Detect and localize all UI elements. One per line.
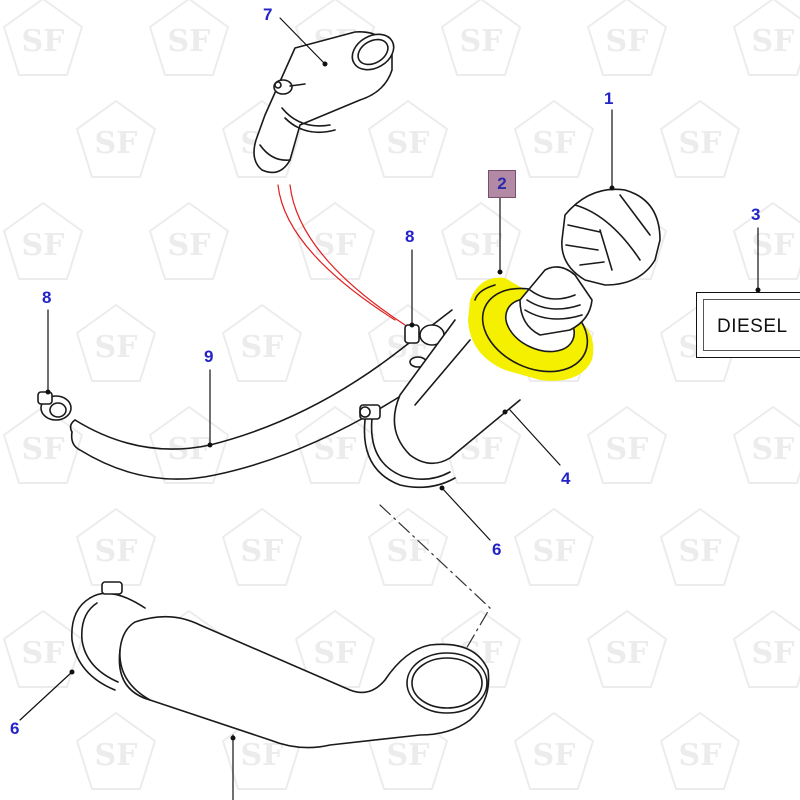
svg-text:SF: SF xyxy=(95,534,138,569)
watermark-sf-icon: SF xyxy=(365,709,451,795)
routing-line xyxy=(289,184,406,326)
fuel-type-label-part-3[interactable]: DIESEL xyxy=(696,292,800,358)
svg-text:SF: SF xyxy=(95,330,138,365)
watermark-sf-icon: SF xyxy=(219,505,305,591)
watermark-sf-icon: SF xyxy=(146,199,232,285)
filler-cap-part-1[interactable] xyxy=(519,188,661,336)
svg-text:SF: SF xyxy=(95,126,138,161)
svg-text:SF: SF xyxy=(314,432,357,467)
svg-text:SF: SF xyxy=(606,432,649,467)
watermark-sf-icon: SF xyxy=(584,403,670,489)
leader-lines xyxy=(19,17,759,800)
svg-text:SF: SF xyxy=(241,738,284,773)
svg-text:SF: SF xyxy=(533,534,576,569)
svg-text:SF: SF xyxy=(22,228,65,263)
watermark-sf-icon: SF xyxy=(511,97,597,183)
callout-1[interactable]: 1 xyxy=(604,89,614,108)
watermark-sf-icon: SF xyxy=(0,199,86,285)
svg-text:SF: SF xyxy=(314,228,357,263)
routing-line xyxy=(277,184,396,321)
watermark-sf-icon: SF xyxy=(292,403,378,489)
watermark-sf-icon: SF xyxy=(657,709,743,795)
watermark-sf-icon: SF xyxy=(0,403,86,489)
svg-text:SF: SF xyxy=(95,738,138,773)
callout-6-lower[interactable]: 6 xyxy=(10,719,20,738)
watermark-sf-icon: SF xyxy=(730,0,800,81)
callout-2-selected[interactable]: 2 xyxy=(488,170,516,198)
svg-text:SF: SF xyxy=(241,534,284,569)
watermark-sf-icon: SF xyxy=(292,199,378,285)
watermark-sf-icon: SF xyxy=(657,97,743,183)
svg-text:SF: SF xyxy=(22,432,65,467)
watermark-sf-icon: SF xyxy=(584,0,670,81)
watermark-sf-icon: SF xyxy=(584,607,670,693)
callout-6-middle[interactable]: 6 xyxy=(492,540,502,559)
svg-text:SF: SF xyxy=(460,228,503,263)
hose-clamp-part-6-middle[interactable] xyxy=(359,404,456,489)
svg-text:SF: SF xyxy=(679,534,722,569)
watermark-sf-icon: SF xyxy=(0,607,86,693)
fuel-type-text: DIESEL xyxy=(717,316,788,337)
watermark-sf-icon: SF xyxy=(657,505,743,591)
watermark-sf-icon: SF xyxy=(730,607,800,693)
svg-text:SF: SF xyxy=(679,126,722,161)
watermark-sf-icon: SF xyxy=(146,0,232,81)
svg-text:SF: SF xyxy=(314,636,357,671)
svg-text:SF: SF xyxy=(387,126,430,161)
svg-text:SF: SF xyxy=(168,228,211,263)
watermark-sf-icon: SF xyxy=(511,709,597,795)
svg-text:SF: SF xyxy=(606,636,649,671)
watermark-sf-icon: SF xyxy=(219,301,305,387)
callout-4[interactable]: 4 xyxy=(561,469,571,488)
watermark-sf-icon: SF xyxy=(730,199,800,285)
watermark-sf-icon: SF xyxy=(73,709,159,795)
watermark-sf-icon: SF xyxy=(0,0,86,81)
svg-text:SF: SF xyxy=(679,738,722,773)
watermark-sf-icon: SF xyxy=(511,505,597,591)
watermark-sf-icon: SF xyxy=(219,709,305,795)
leader-dots xyxy=(45,61,761,741)
callout-7[interactable]: 7 xyxy=(263,5,273,24)
svg-text:SF: SF xyxy=(533,126,576,161)
watermark-sf-icon: SF xyxy=(73,97,159,183)
svg-text:SF: SF xyxy=(752,432,795,467)
svg-text:SF: SF xyxy=(752,636,795,671)
svg-text:SF: SF xyxy=(241,330,284,365)
watermark-sf-icon: SF xyxy=(73,301,159,387)
callout-9[interactable]: 9 xyxy=(204,347,214,366)
hose-clamp-part-6-lower[interactable] xyxy=(71,581,146,691)
svg-text:SF: SF xyxy=(752,24,795,59)
watermark-sf-icon: SF xyxy=(438,199,524,285)
callout-8-right[interactable]: 8 xyxy=(405,227,415,246)
watermark-sf-icon: SF xyxy=(365,97,451,183)
svg-text:SF: SF xyxy=(22,24,65,59)
breather-pipe-part-7[interactable] xyxy=(253,27,400,174)
svg-text:SF: SF xyxy=(387,534,430,569)
watermark-sf-icon: SF xyxy=(730,403,800,489)
hose-clip-part-8-left[interactable] xyxy=(37,391,72,421)
svg-text:SF: SF xyxy=(460,24,503,59)
tag-inner-border xyxy=(703,299,800,351)
svg-text:SF: SF xyxy=(606,24,649,59)
lower-filler-hose[interactable] xyxy=(118,615,490,749)
svg-text:SF: SF xyxy=(752,228,795,263)
callout-3[interactable]: 3 xyxy=(751,205,761,224)
svg-text:SF: SF xyxy=(22,636,65,671)
watermark-sf-icon: SF xyxy=(438,0,524,81)
callout-8-left[interactable]: 8 xyxy=(42,288,52,307)
svg-text:SF: SF xyxy=(168,24,211,59)
svg-text:SF: SF xyxy=(387,738,430,773)
watermark-sf-icon: SF xyxy=(73,505,159,591)
watermark-sf-icon: SF xyxy=(365,505,451,591)
filler-neck-part-4[interactable] xyxy=(393,319,521,465)
svg-text:SF: SF xyxy=(533,738,576,773)
